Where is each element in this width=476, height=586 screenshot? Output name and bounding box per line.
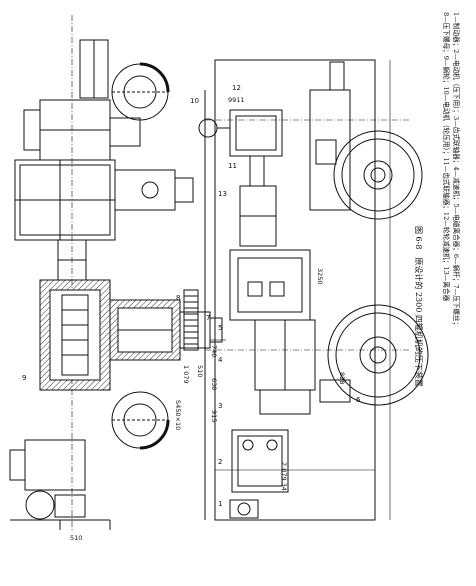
part-label-3: 3	[218, 402, 222, 410]
motor-2	[231, 429, 289, 493]
part-label-8: 8	[176, 294, 180, 302]
dim-828: 828	[338, 372, 346, 384]
dim-740: 740	[210, 345, 218, 357]
legend-line-2: 8—压下螺母；9—蜗轮；10—电动机（轮压用）；11—齿式联轴器；12—轮轮减速…	[442, 12, 450, 302]
part-label-6: 6	[356, 396, 361, 404]
dim-2079: 2 079.34	[280, 462, 288, 491]
figure-title: 图 6-8 原设计的 2300 四辊机机的压下装置	[414, 226, 423, 387]
right-view: 9911 3250 2 079.34 915 630 740 828	[198, 59, 429, 521]
dim-915: 915	[210, 410, 218, 422]
upper-gearbox	[14, 159, 194, 241]
dim-510: 510	[70, 534, 82, 542]
part-label-1: 1	[218, 500, 222, 508]
screw-nut-assembly	[39, 279, 223, 391]
part-labels: 10 12 13 11 5 4 3 2 1 6 7 8 9	[22, 84, 361, 508]
part-label-2: 2	[218, 458, 222, 466]
part-label-10: 10	[190, 97, 199, 105]
part-label-11: 11	[228, 162, 237, 170]
part-label-4: 4	[218, 356, 223, 364]
dim-3250: 3250	[316, 268, 324, 285]
thread-element	[183, 289, 199, 351]
dim-9911: 9911	[228, 96, 245, 104]
dim-s450: 1 079	[182, 365, 190, 384]
upper-worm-wheel	[333, 130, 423, 220]
motor-10	[198, 109, 283, 157]
legend-line-1: 1—制动器；2—电动机（压下用）；3—齿式联轴器；4—减速机；5—电磁离合器；6…	[452, 12, 460, 329]
top-gear-sector	[111, 62, 170, 121]
dim-1079: 510	[196, 365, 204, 377]
lower-gear-sector	[111, 391, 170, 450]
part-label-7: 7	[206, 314, 210, 322]
reducer-4	[229, 249, 311, 321]
part-label-5: 5	[218, 324, 222, 332]
part-label-13: 13	[218, 190, 227, 198]
part-label-12: 12	[232, 84, 241, 92]
left-view: 510 1 079 510 S450×10	[9, 15, 223, 542]
lower-worm-wheel	[327, 304, 429, 406]
dim-630: 630	[210, 378, 218, 390]
dim-450: S450×10	[174, 400, 182, 430]
part-label-9: 9	[22, 374, 26, 382]
